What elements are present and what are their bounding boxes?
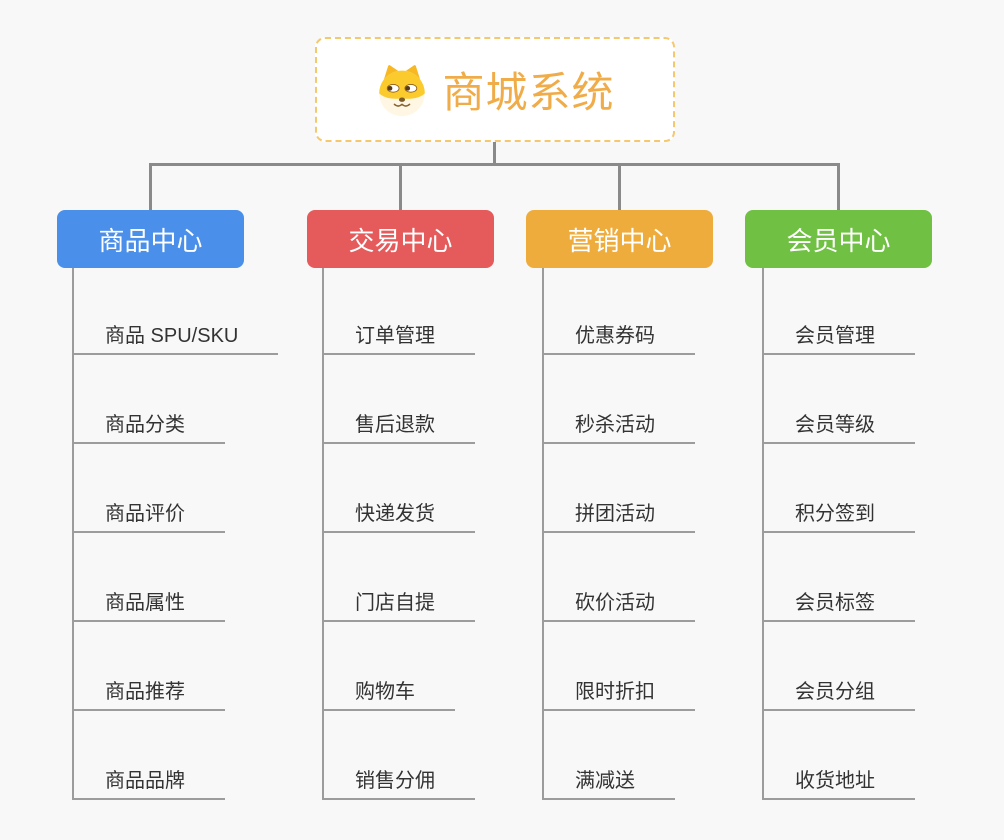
leaf-node[interactable]: 秒杀活动 [542,402,695,444]
connector-drop-1 [149,165,152,210]
leaf-node[interactable]: 商品 SPU/SKU [72,313,279,355]
leaf-node[interactable]: 砍价活动 [542,580,695,622]
leaf-node[interactable]: 会员分组 [762,669,915,711]
branch-column-member-center: 会员管理 会员等级 积分签到 会员标签 会员分组 收货地址 [762,268,992,802]
connector-drop-2 [399,165,402,210]
leaf-node[interactable]: 售后退款 [322,402,475,444]
branch-column-trade-center: 订单管理 售后退款 快递发货 门店自提 购物车 销售分佣 [322,268,552,802]
branch-column-product-center: 商品 SPU/SKU 商品分类 商品评价 商品属性 商品推荐 商品品牌 [72,268,302,802]
leaf-node[interactable]: 会员管理 [762,313,915,355]
branch-column-marketing-center: 优惠券码 秒杀活动 拼团活动 砍价活动 限时折扣 满减送 [542,268,772,802]
leaf-node[interactable]: 满减送 [542,758,675,800]
leaf-node[interactable]: 收货地址 [762,758,915,800]
doge-icon [375,63,429,117]
branch-header-product-center[interactable]: 商品中心 [57,210,244,268]
branch-header-trade-center[interactable]: 交易中心 [307,210,494,268]
connector-horizontal [149,163,840,166]
leaf-node[interactable]: 订单管理 [322,313,475,355]
branch-header-marketing-center[interactable]: 营销中心 [526,210,713,268]
leaf-node[interactable]: 购物车 [322,669,455,711]
branch-header-member-center[interactable]: 会员中心 [745,210,932,268]
branch-trunk [72,268,74,800]
leaf-node[interactable]: 会员等级 [762,402,915,444]
leaf-node[interactable]: 商品属性 [72,580,225,622]
branch-trunk [542,268,544,800]
leaf-node[interactable]: 会员标签 [762,580,915,622]
leaf-node[interactable]: 商品分类 [72,402,225,444]
leaf-node[interactable]: 积分签到 [762,491,915,533]
leaf-node[interactable]: 快递发货 [322,491,475,533]
connector-root-drop [493,142,496,164]
root-title: 商城系统 [442,69,615,116]
root-node[interactable]: 商城系统 [315,37,675,142]
leaf-node[interactable]: 拼团活动 [542,491,695,533]
branch-trunk [762,268,764,800]
leaf-node[interactable]: 门店自提 [322,580,475,622]
connector-drop-3 [618,165,621,210]
leaf-node[interactable]: 商品品牌 [72,758,225,800]
branch-trunk [322,268,324,800]
leaf-node[interactable]: 商品推荐 [72,669,225,711]
connector-drop-4 [837,165,840,210]
leaf-node[interactable]: 销售分佣 [322,758,475,800]
leaf-node[interactable]: 限时折扣 [542,669,695,711]
leaf-node[interactable]: 商品评价 [72,491,225,533]
leaf-node[interactable]: 优惠券码 [542,313,695,355]
